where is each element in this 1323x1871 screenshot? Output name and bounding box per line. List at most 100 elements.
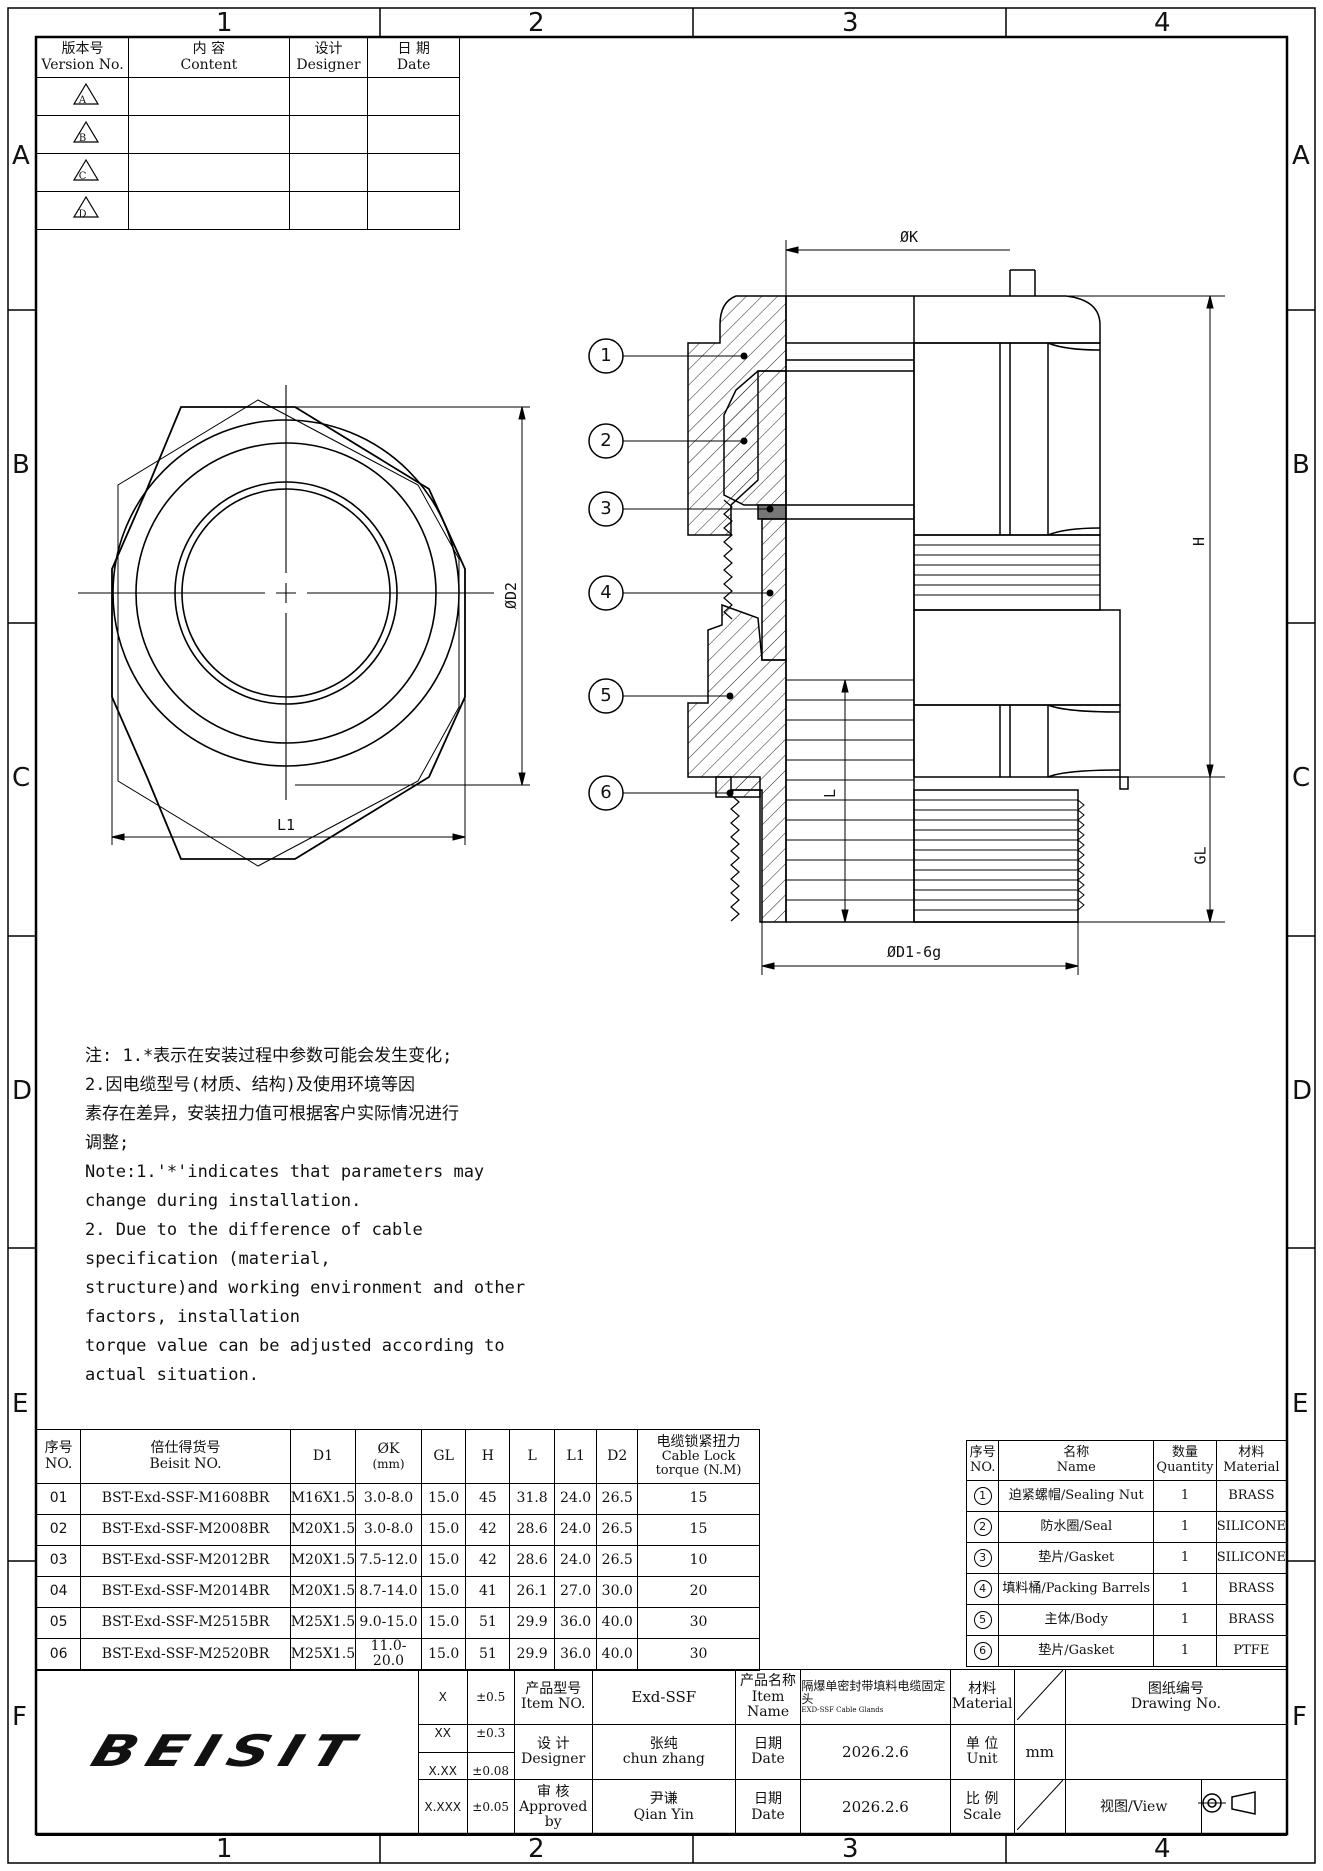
parts-h-mat-en: Material	[1223, 1459, 1280, 1475]
view-symbol-cell	[1201, 1779, 1287, 1836]
material-value	[1013, 1668, 1066, 1726]
item-no-value: Exd-SSF	[591, 1668, 736, 1726]
part-packing-barrel	[761, 518, 787, 661]
note-line: actual situation.	[85, 1365, 259, 1385]
spec-cell: BST-Exd-SSF-M1608BR	[80, 1483, 291, 1515]
spec-cell: 15.0	[420, 1514, 467, 1546]
tol-val-x: ±0.5	[466, 1668, 515, 1726]
designer-label-cn: 设 计	[537, 1736, 570, 1752]
spec-h-d2: D2	[596, 1429, 639, 1484]
parts-no-circle: 1	[965, 1480, 1000, 1512]
spec-cell: 20	[637, 1576, 760, 1608]
spec-cell: 40.0	[596, 1607, 639, 1639]
scale-label-cn: 比 例	[965, 1791, 999, 1808]
beisit-logo: BEISIT	[85, 1726, 371, 1778]
spec-cell: BST-Exd-SSF-M2008BR	[80, 1514, 291, 1546]
part-number-badge: 5	[973, 1611, 992, 1629]
spec-cell: 05	[35, 1607, 82, 1639]
part-number-badge: 1	[973, 1487, 992, 1505]
designer-en: chun zhang	[622, 1751, 705, 1768]
spec-cell: M20X1.5	[289, 1514, 357, 1546]
balloon-6	[588, 775, 624, 811]
parts-cell: 1	[1153, 1635, 1217, 1667]
item-name-label-cn: 产品名称	[740, 1673, 797, 1690]
zone-col-1-top: 1	[216, 8, 233, 38]
note-line: 2.因电缆型号(材质、结构)及使用环境等因	[85, 1075, 415, 1095]
section-view	[687, 295, 787, 923]
scale-value	[1013, 1779, 1066, 1836]
notes-block: 注: 1.*表示在安装过程中参数可能会发生变化; 2.因电缆型号(材质、结构)及…	[85, 1042, 525, 1390]
approve-date: 2026.2.6	[800, 1779, 951, 1836]
note-line: factors, installation	[85, 1307, 300, 1327]
spec-cell: 24.0	[553, 1483, 598, 1515]
dim-l1	[111, 697, 466, 845]
balloon-label-6: 6	[600, 782, 612, 803]
spec-h-d1: D1	[289, 1429, 357, 1484]
spec-cell: 24.0	[553, 1545, 598, 1577]
spec-h-no-en: NO.	[44, 1455, 73, 1472]
spec-cell: 11.0-20.0	[355, 1638, 422, 1671]
dim-h	[1066, 295, 1225, 778]
spec-h-beisit-en: Beisit NO.	[149, 1455, 222, 1472]
rev-header-designer-cn: 设计	[314, 41, 343, 58]
parts-cell: BRASS	[1215, 1573, 1288, 1605]
parts-cell: 1	[1153, 1604, 1217, 1636]
zone-col-3-bottom: 3	[842, 1834, 859, 1864]
spec-cell: 01	[35, 1483, 82, 1515]
spec-cell: M16X1.5	[289, 1483, 357, 1515]
rev-row-b: B	[78, 132, 87, 144]
zone-row-c-left: C	[12, 763, 31, 793]
note-line: specification (material,	[85, 1249, 331, 1269]
zone-row-c-right: C	[1292, 763, 1311, 793]
spec-cell: 30	[637, 1638, 760, 1671]
unit-label-en: Unit	[966, 1751, 998, 1768]
rev-row-a: A	[78, 94, 87, 106]
spec-cell: 30.0	[596, 1576, 639, 1608]
dim-gl	[1078, 777, 1225, 923]
spec-h-k-unit: (mm)	[372, 1456, 405, 1471]
material-label-cn: 材料	[968, 1680, 997, 1697]
item-name-en: EXD-SSF Cable Glands	[801, 1705, 884, 1714]
unit-label-cn: 单 位	[965, 1736, 999, 1752]
zone-row-b-left: B	[12, 450, 30, 480]
rev-header-date-cn: 日 期	[397, 41, 430, 58]
date-label-cn: 日期	[754, 1736, 783, 1752]
rev-header-version-cn: 版本号	[61, 41, 104, 58]
zone-row-f-left: F	[12, 1702, 27, 1732]
zone-col-2-bottom: 2	[528, 1834, 545, 1864]
zone-col-4-top: 4	[1154, 8, 1171, 38]
parts-no-circle: 5	[965, 1604, 1000, 1636]
designer-cn: 张纯	[649, 1736, 678, 1752]
end-view-hex	[111, 399, 466, 867]
spec-cell: BST-Exd-SSF-M2520BR	[80, 1638, 291, 1671]
spec-cell: 15.0	[420, 1483, 467, 1515]
spec-cell: 02	[35, 1514, 82, 1546]
approver-cn: 尹谦	[649, 1791, 678, 1808]
zone-col-3-top: 3	[842, 8, 859, 38]
spec-cell: 03	[35, 1545, 82, 1577]
part-number-badge: 6	[973, 1642, 992, 1660]
part-number-badge: 2	[973, 1518, 992, 1536]
design-date: 2026.2.6	[800, 1724, 951, 1781]
parts-cell: 1	[1153, 1573, 1217, 1605]
parts-cell: 防水圈/Seal	[998, 1511, 1155, 1543]
drawing-no-label-cn: 图纸编号	[1147, 1680, 1204, 1697]
parts-cell: SILICONE	[1215, 1542, 1288, 1574]
label-l1: L1	[277, 816, 296, 834]
parts-h-no-cn: 序号	[969, 1445, 996, 1461]
dim-d2	[295, 406, 530, 786]
spec-cell: 15.0	[420, 1576, 467, 1608]
balloon-label-5: 5	[600, 685, 612, 706]
approver-en: Qian Yin	[633, 1806, 694, 1823]
spec-h-gl: GL	[420, 1429, 467, 1484]
parts-h-no-en: NO.	[969, 1459, 996, 1475]
parts-h-name-cn: 名称	[1063, 1445, 1090, 1461]
spec-cell: 42	[465, 1545, 511, 1577]
